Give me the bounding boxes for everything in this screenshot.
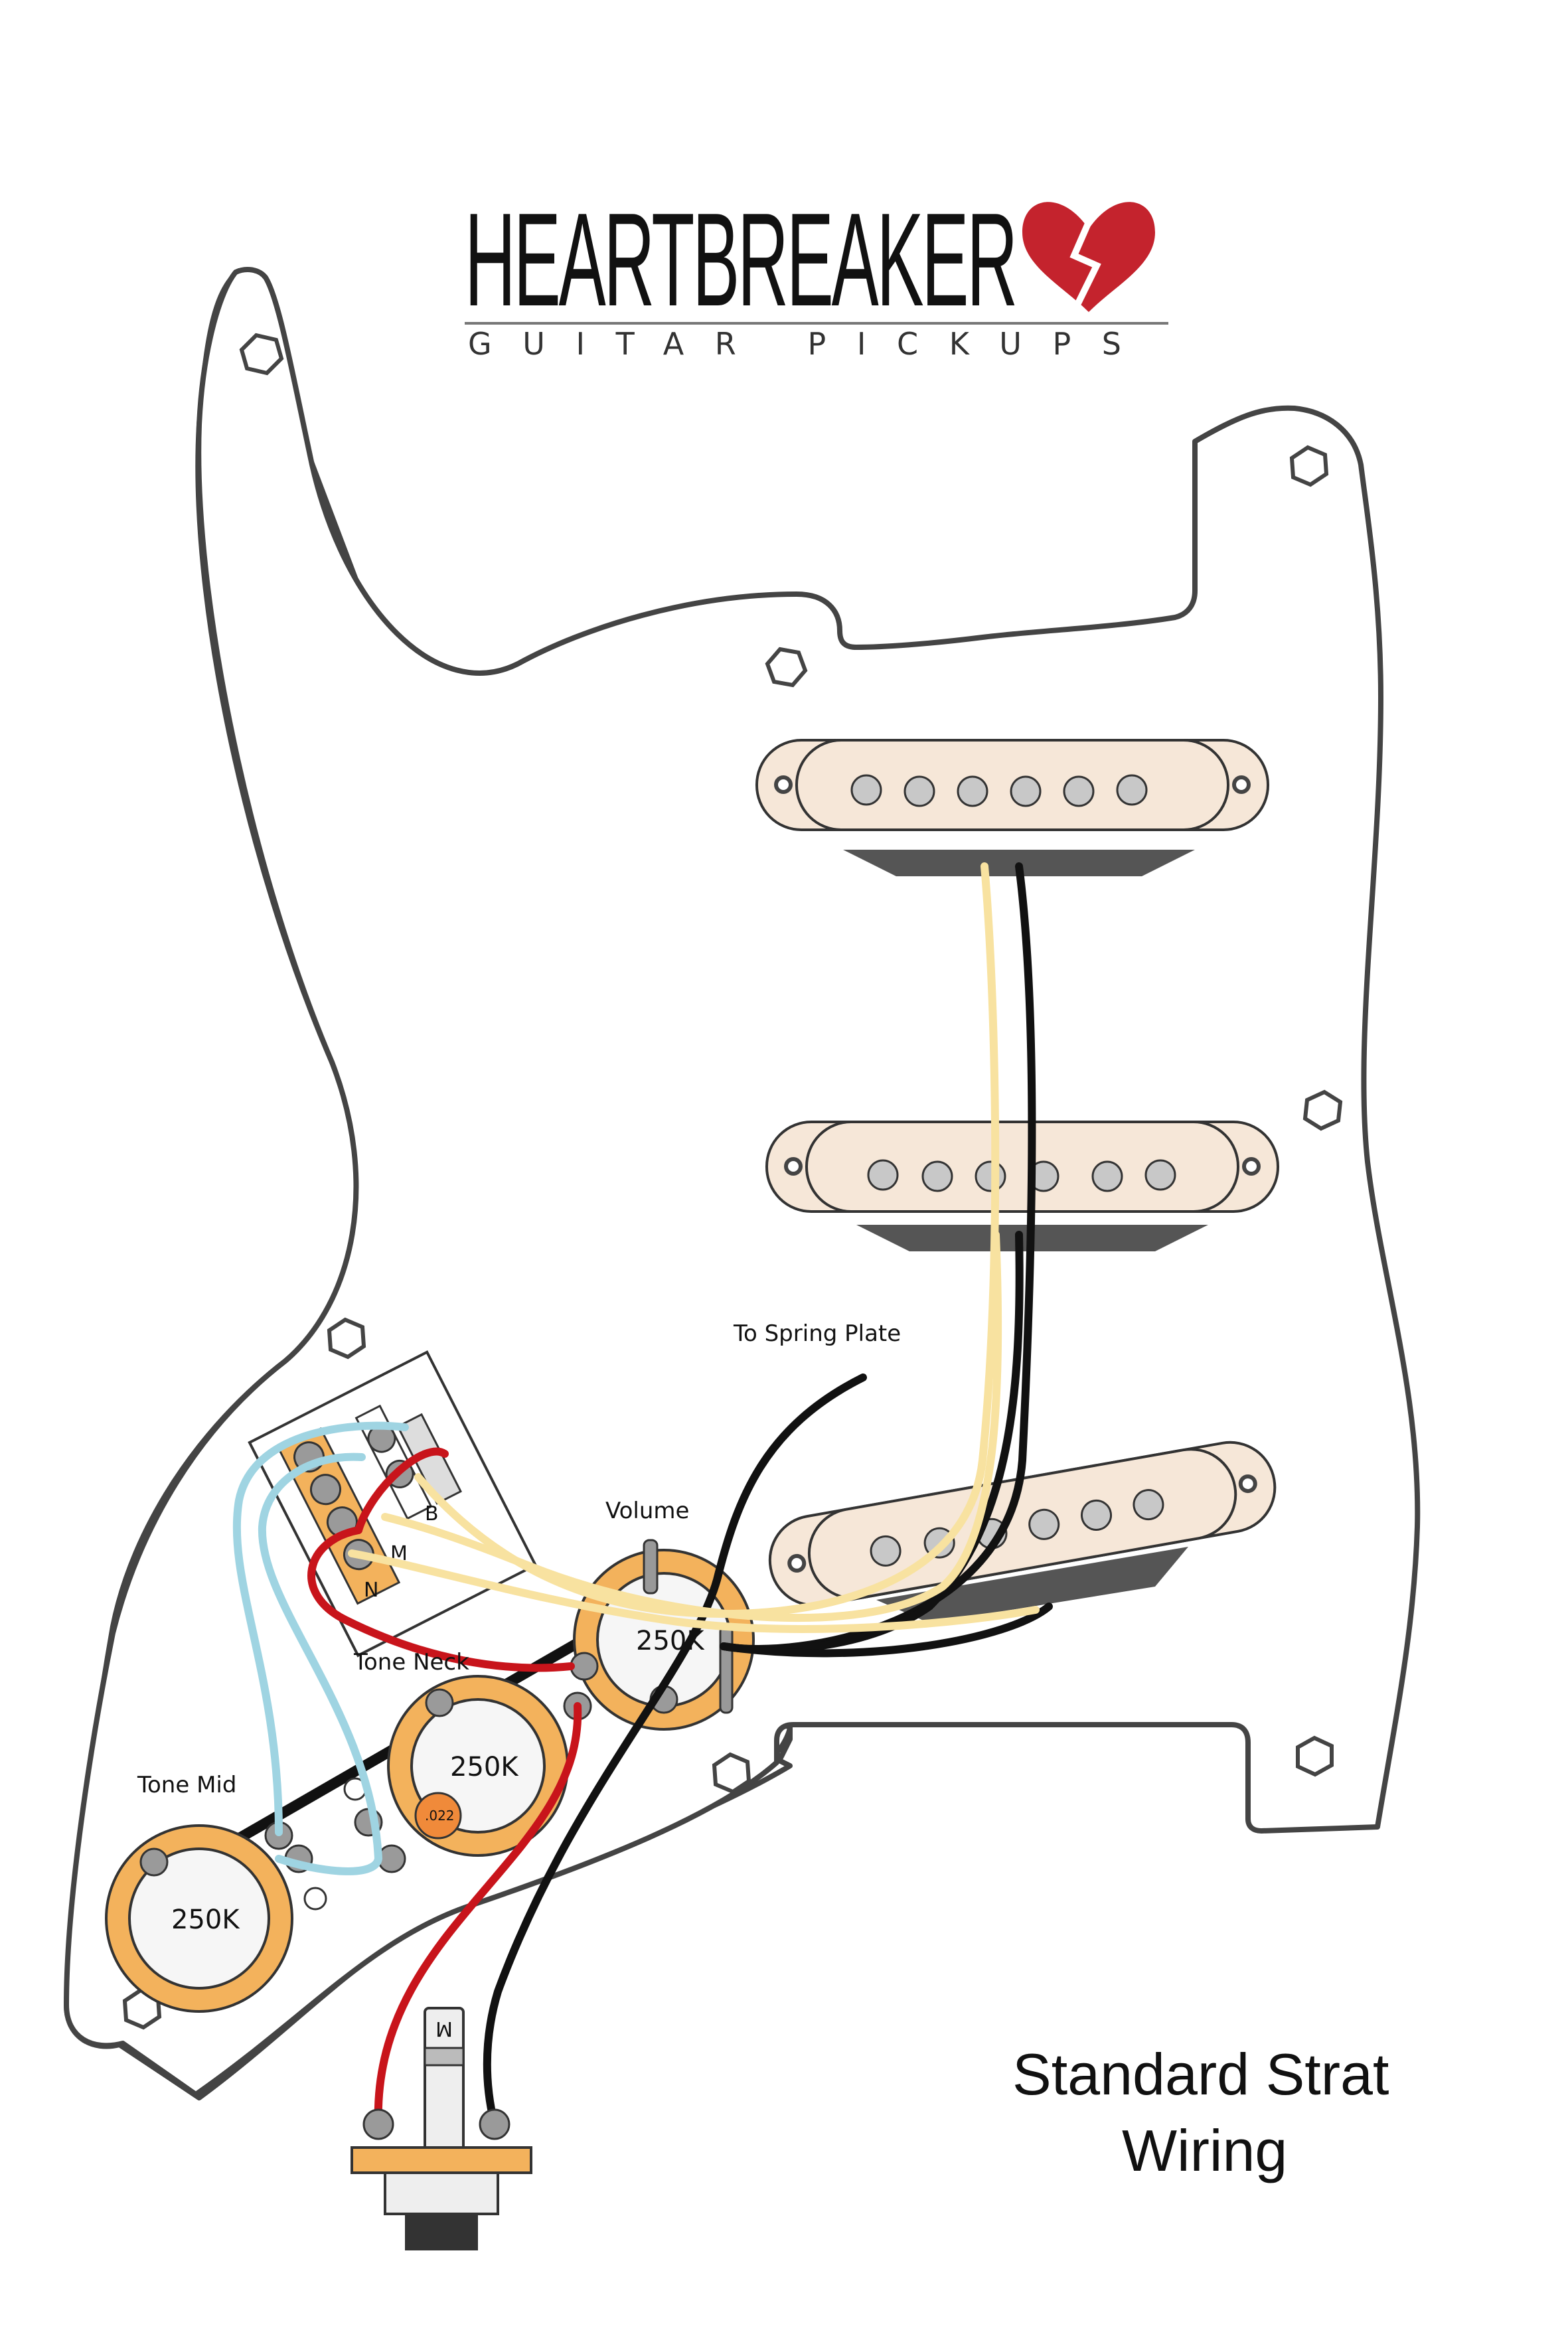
wire-blue bbox=[258, 1452, 382, 1875]
pickup-bridge bbox=[768, 1441, 1277, 1623]
label-tone-mid: Tone Mid bbox=[137, 1772, 236, 1798]
label-tone-neck: Tone Neck bbox=[353, 1649, 469, 1676]
potentiometer-volume: 250K bbox=[563, 1539, 755, 1731]
jack-label-m: M bbox=[435, 2017, 453, 2040]
wire-red bbox=[307, 1526, 575, 1672]
tone-neck-pot-value: 250K bbox=[450, 1752, 519, 1782]
wire-yellow bbox=[348, 1549, 1040, 1633]
wire-yellow bbox=[414, 862, 1000, 1618]
tone-mid-pot-value: 250K bbox=[171, 1905, 240, 1935]
potentiometer-tone-mid: 250K bbox=[105, 1821, 327, 2013]
wire-blue bbox=[232, 1421, 409, 1836]
switch-label-b: B bbox=[425, 1502, 439, 1526]
screw-icon bbox=[327, 1317, 366, 1360]
wire-black bbox=[483, 1373, 867, 2128]
screw-icon bbox=[1296, 1735, 1334, 1777]
wire-red bbox=[354, 1447, 449, 1534]
capacitor: .022 bbox=[414, 1792, 462, 1840]
caption-line-2: Wiring bbox=[1122, 2118, 1287, 2183]
wire-yellow bbox=[381, 1231, 1002, 1622]
screw-icon bbox=[1302, 1089, 1343, 1131]
screws bbox=[122, 333, 1343, 2030]
pickguard-body bbox=[64, 267, 1421, 2097]
brand-title: HEARTBREAKER bbox=[465, 186, 1016, 334]
caption-line-1: Standard Strat bbox=[1012, 2041, 1389, 2107]
capacitor-value: .022 bbox=[425, 1808, 455, 1824]
capacitor-icon bbox=[414, 1792, 462, 1840]
brand-subtitle: GUITAR PICKUPS bbox=[468, 326, 1165, 362]
screw-icon bbox=[712, 1752, 751, 1794]
switch-label-n: N bbox=[364, 1579, 378, 1602]
broken-heart-icon bbox=[1022, 202, 1155, 312]
wire-red bbox=[374, 1702, 582, 2128]
label-spring-plate: To Spring Plate bbox=[733, 1320, 901, 1347]
screw-icon bbox=[239, 333, 284, 376]
wires bbox=[232, 862, 1053, 2128]
label-volume: Volume bbox=[605, 1498, 689, 1524]
output-jack-icon: M bbox=[351, 2007, 532, 2250]
wire-black bbox=[720, 1603, 1053, 1658]
pickup-neck bbox=[755, 739, 1269, 876]
brand-logo: HEARTBREAKER GUITAR PICKUPS bbox=[465, 186, 1168, 362]
screw-icon bbox=[1289, 445, 1329, 487]
pickup-middle bbox=[765, 1121, 1279, 1251]
screw-icon bbox=[765, 647, 808, 688]
